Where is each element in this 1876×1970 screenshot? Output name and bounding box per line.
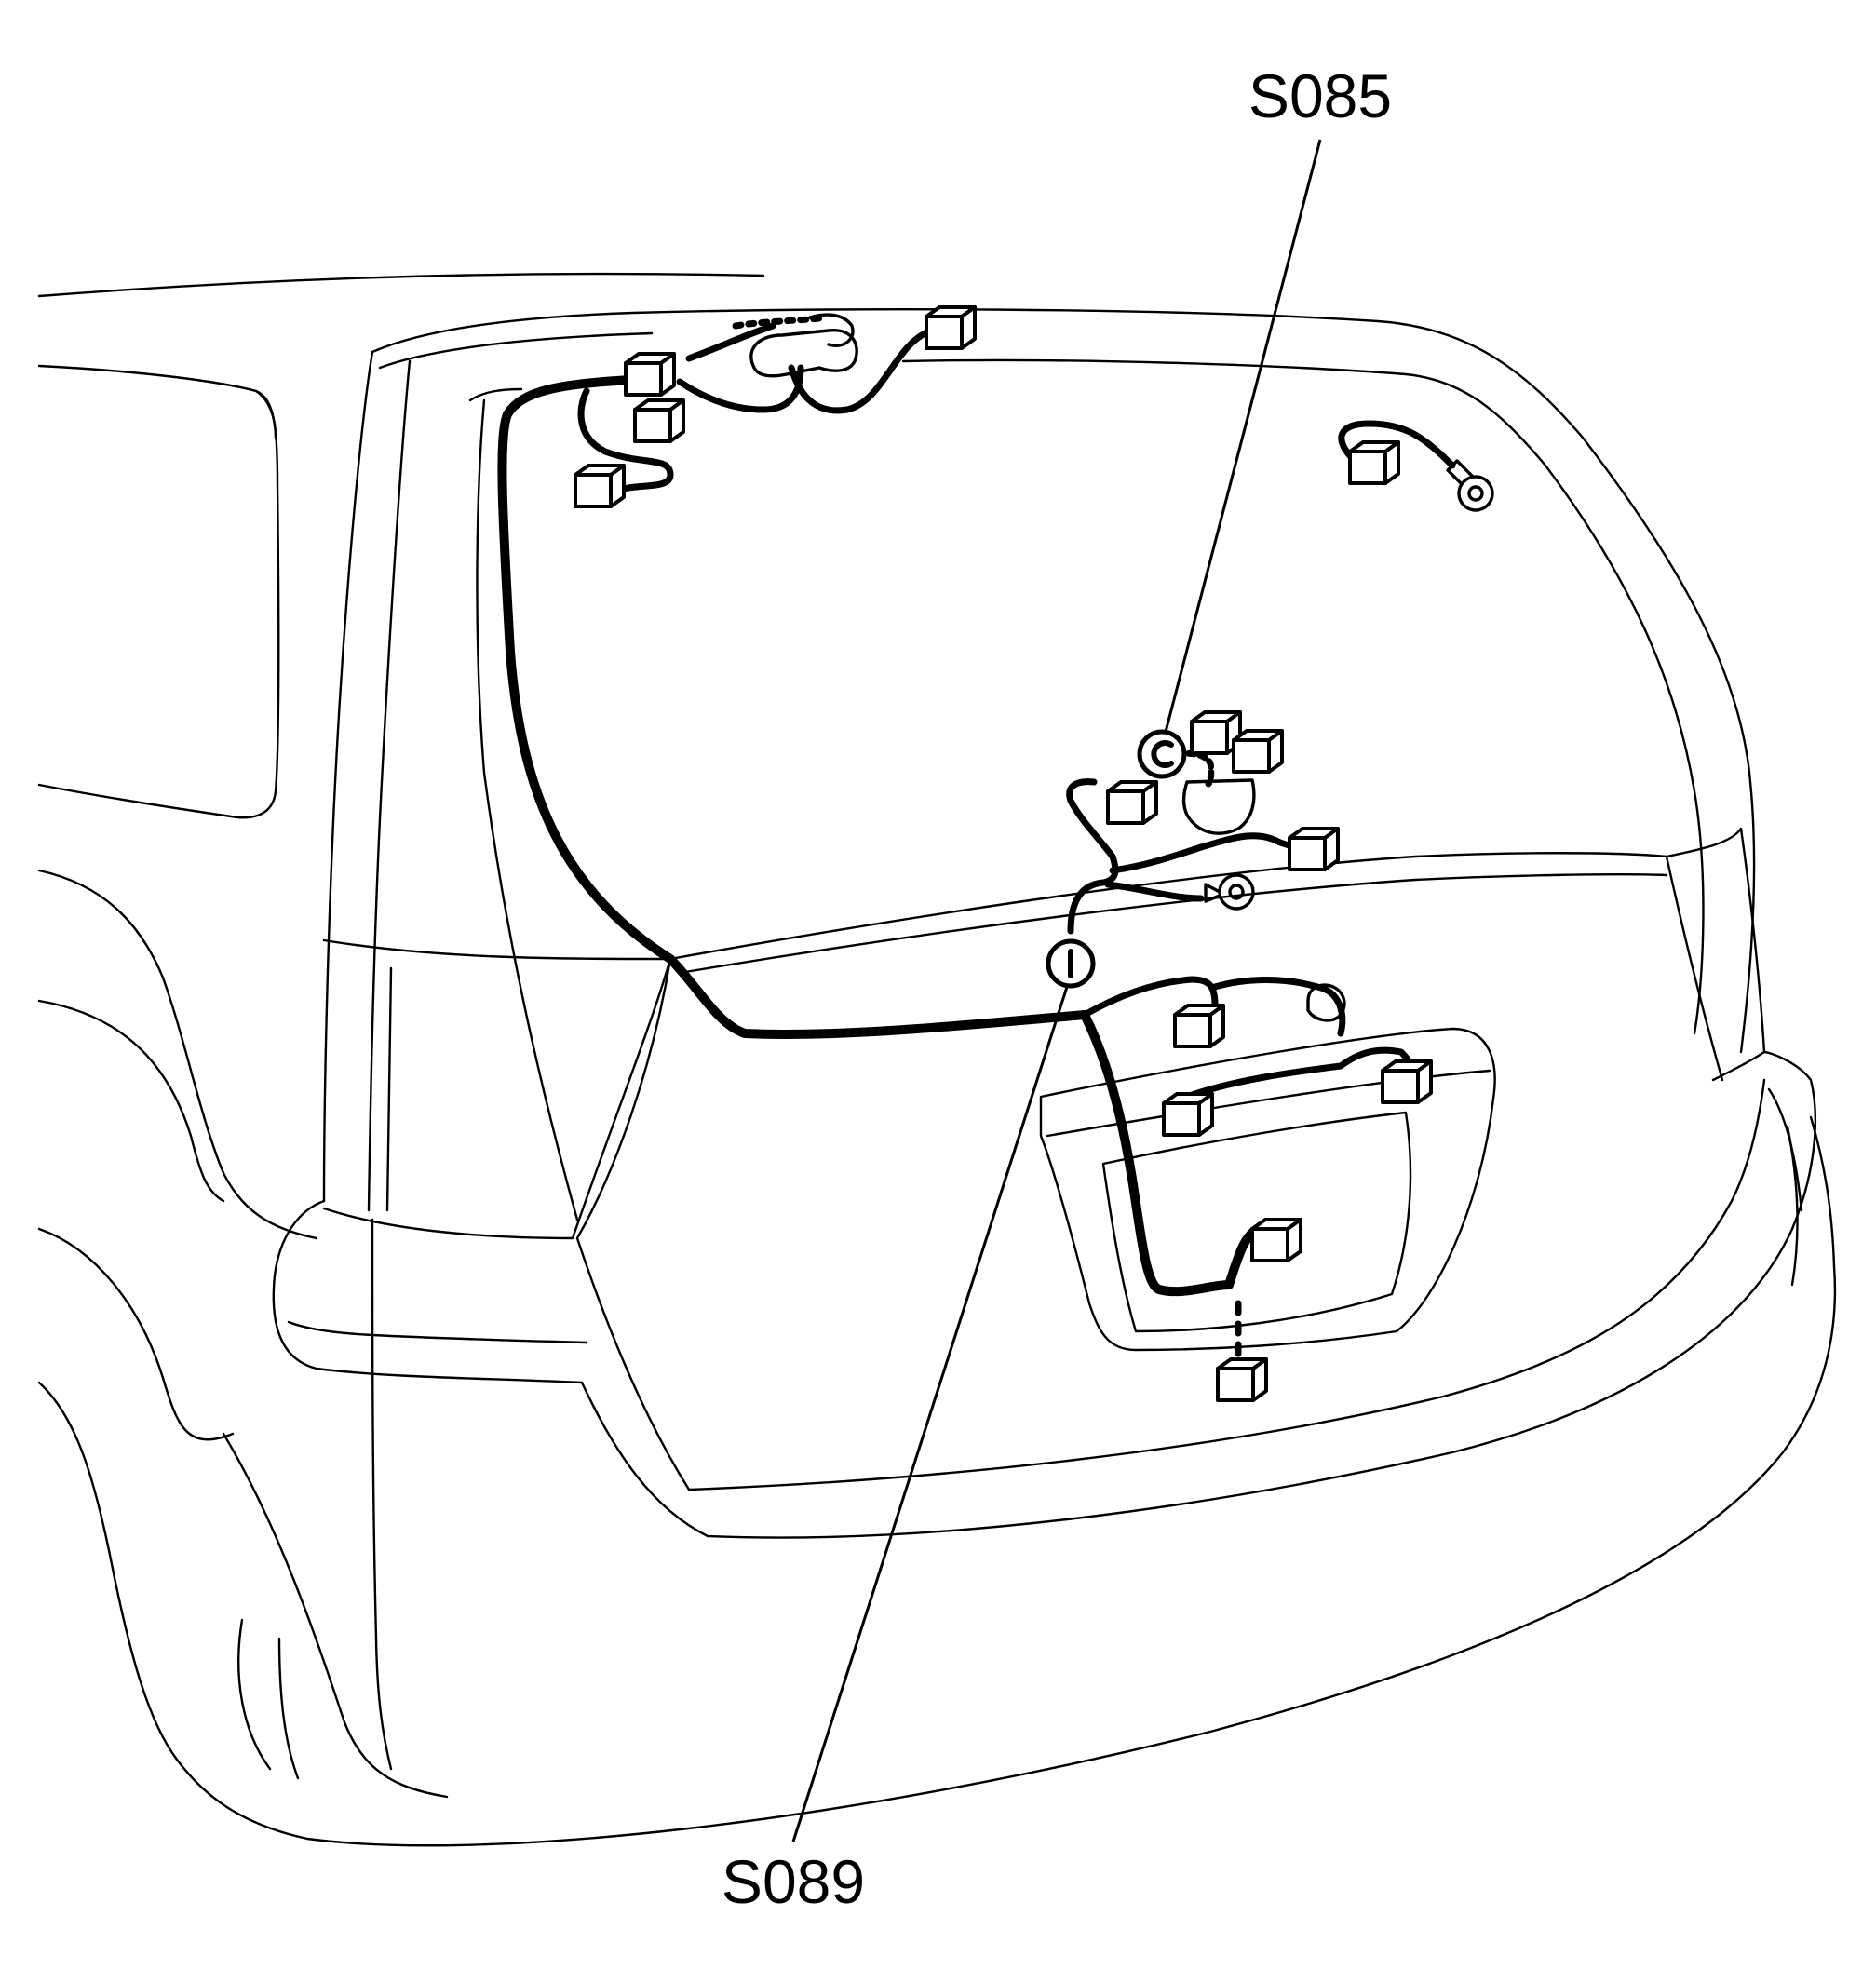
side-window-top: [37, 364, 280, 819]
harness-left-trunk: [497, 375, 1089, 1039]
harness-lower-trunk: [1080, 1010, 1262, 1297]
license-plate-recess-outer: [1039, 1027, 1496, 1352]
harness-center-vertical: [1066, 778, 1119, 935]
tailgate-top-inner: [378, 331, 654, 370]
splice-s085-marker: [1137, 729, 1187, 779]
connectors: [574, 305, 1433, 1402]
grommet-upper-inner: [799, 313, 855, 347]
bumper-corner: [237, 1618, 272, 1771]
callout-s085: S085: [1164, 61, 1392, 733]
side-panel-upper: [37, 869, 318, 1240]
connector-plate-right: [1381, 1059, 1433, 1104]
tailgate-bottom: [687, 1078, 1766, 1491]
tailgate-right-edge: [1665, 855, 1724, 1082]
connector-upper-far-right: [1348, 440, 1400, 485]
callout-s089: S089: [722, 986, 1069, 1916]
connector-plate-center: [1250, 1218, 1302, 1262]
harness-upper-dash: [732, 315, 823, 330]
callout-s085-label: S085: [1248, 61, 1392, 130]
glass-top-edge: [901, 358, 1705, 1035]
tail-light-left-outline: [322, 938, 672, 1240]
connector-upper-right: [925, 305, 977, 350]
d-pillar-inner: [367, 359, 412, 1212]
bumper-lower: [175, 1115, 1837, 1847]
side-window-left-edge: [254, 389, 277, 439]
license-plate-recess-inner: [1101, 1111, 1412, 1333]
bumper-right-edge: [1786, 1125, 1799, 1287]
connector-center-c: [1106, 780, 1158, 825]
connector-plate-left: [1162, 1092, 1214, 1137]
ring-terminals: [749, 313, 1494, 1022]
ring-terminal-center-neck: [1204, 883, 1221, 903]
harness-center-ring-branch: [1104, 881, 1205, 902]
splice-s089-marker: [1046, 938, 1096, 989]
tail-light-left-lower-line: [287, 1320, 588, 1344]
tail-light-right-outline: [1665, 827, 1766, 1082]
tail-light-left-arc: [272, 1199, 584, 1384]
license-plate-top-ledge: [1046, 1069, 1491, 1138]
vehicle-body: [37, 272, 1837, 1847]
connector-plate-bottom: [1216, 1357, 1268, 1402]
connector-upper-left-c: [574, 464, 626, 508]
connector-lower-a: [1173, 1004, 1225, 1048]
harness-upper-right-loop: [1081, 976, 1219, 1019]
wheel-arch: [37, 1227, 235, 1441]
harness-upper-branch-3: [788, 327, 935, 414]
grommet-upper: [749, 329, 858, 378]
side-lower-sill: [37, 1381, 179, 1761]
tailgate-left-lower-edge: [575, 957, 691, 1491]
harness-upper-branch-1: [577, 387, 674, 492]
roof-line: [37, 272, 765, 298]
bracket-center: [1181, 778, 1256, 835]
harness-upper-branch-4: [685, 322, 776, 362]
d-pillar-glass-edge: [476, 398, 579, 1221]
belt-line: [668, 852, 1668, 961]
d-pillar-outer: [322, 350, 374, 1203]
splice-markers: [1046, 729, 1187, 989]
harness-plate-light-bar: [1179, 1046, 1419, 1102]
body-lower-left-line: [371, 1218, 393, 1771]
callout-s089-leader: [791, 986, 1069, 1842]
connector-center-b: [1232, 729, 1284, 774]
connector-upper-left-b: [633, 398, 685, 443]
grommet-lower: [1306, 983, 1346, 1022]
ring-terminal-upper-right-neck: [1446, 459, 1475, 486]
ring-terminal-upper-right-hole: [1467, 485, 1484, 502]
glass-left-edge: [468, 387, 523, 402]
bumper-corner-inner: [277, 1637, 300, 1780]
harness-right-upper: [1338, 420, 1456, 469]
callout-s089-label: S089: [722, 1847, 865, 1916]
belt-line-lower: [678, 873, 1668, 975]
callout-s085-leader: [1164, 139, 1322, 733]
side-panel-lower: [37, 999, 225, 1203]
harness-ring-loop: [1211, 977, 1346, 1037]
ring-terminal-upper-right: [1457, 475, 1494, 512]
tail-light-left-inner: [385, 966, 393, 1212]
ring-terminal-center-hole: [1228, 884, 1245, 900]
connector-upper-left-a: [624, 352, 676, 397]
bumper-face: [222, 1432, 449, 1799]
ring-terminal-center: [1218, 873, 1255, 911]
connector-center-right: [1288, 827, 1340, 871]
tailgate-top-outer: [371, 308, 1756, 1054]
